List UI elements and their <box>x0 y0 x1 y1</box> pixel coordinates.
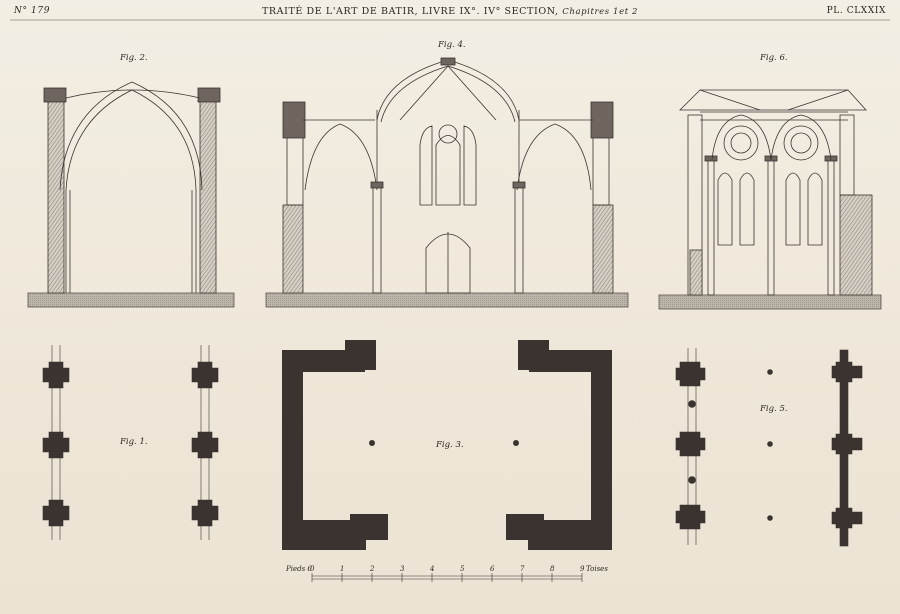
plate-roman-number: PL. CLXXIX <box>826 6 886 16</box>
scale-tick-label: 6 <box>490 565 495 573</box>
fig2-label: Fig. 2. <box>120 53 148 63</box>
fig1-label: Fig. 1. <box>120 437 148 447</box>
scale-tick-label: 8 <box>550 565 555 573</box>
plate-number: N° 179 <box>14 6 51 16</box>
fig4-high-vault <box>376 59 520 121</box>
fig2-left-capital <box>43 87 67 103</box>
scale-tick-label: 5 <box>460 565 465 573</box>
plate-title: TRAITÉ DE L'ART DE BATIR, LIVRE IX°. IV°… <box>0 6 900 17</box>
fig2-arch-inner <box>65 89 197 191</box>
plate-title-main: TRAITÉ DE L'ART DE BATIR, LIVRE IX°. IV°… <box>261 6 559 17</box>
fig2-right-pier <box>199 99 217 294</box>
fig5-label: Fig. 5. <box>760 404 788 414</box>
fig3-wall-plan <box>282 340 612 550</box>
fig4-doorway <box>425 233 471 294</box>
fig4-left-wall-head <box>282 101 306 139</box>
fig2-ground <box>27 292 235 308</box>
scale-tick-label: 3 <box>400 565 405 573</box>
fig2-transverse-rib <box>65 89 201 99</box>
fig4-left-wall-base <box>282 204 304 294</box>
fig6-right-wall <box>839 194 873 296</box>
scale-bar <box>311 573 583 582</box>
scale-tick-label: 4 <box>430 565 435 573</box>
fig1-pier-plan <box>42 345 219 540</box>
fig6-label: Fig. 6. <box>760 53 788 63</box>
fig6-center-column <box>767 159 775 296</box>
fig2-left-pier <box>47 99 65 294</box>
fig6-aisle-section <box>658 89 882 310</box>
fig3-label: Fig. 3. <box>436 440 464 450</box>
fig4-right-wall-head <box>590 101 614 139</box>
scale-tick-label: 9 <box>580 565 585 573</box>
scale-tick-label: 1 <box>340 565 345 573</box>
fig4-left-column <box>372 184 382 294</box>
scale-tick-label: 0 <box>310 565 315 573</box>
scale-tick-label: 7 <box>520 565 525 573</box>
fig4-right-column <box>514 184 524 294</box>
fig6-ground <box>658 294 882 310</box>
fig4-ground <box>265 292 629 308</box>
scale-end-label: Toises <box>586 565 608 573</box>
fig4-nave-section <box>265 57 629 308</box>
fig2-right-capital <box>197 87 221 103</box>
fig3-right-wall <box>506 340 612 550</box>
scale-start-label: Pieds 6 <box>286 565 312 573</box>
fig2-arch-outer <box>59 81 203 191</box>
fig5-aisle-plan <box>675 348 863 547</box>
fig4-right-wall-base <box>592 204 614 294</box>
fig4-label: Fig. 4. <box>438 40 466 50</box>
scale-tick-label: 2 <box>370 565 375 573</box>
fig3-left-wall <box>282 340 388 550</box>
fig2-arch-elevation <box>27 81 235 308</box>
plate-title-sub: Chapitres 1et 2 <box>562 7 639 17</box>
